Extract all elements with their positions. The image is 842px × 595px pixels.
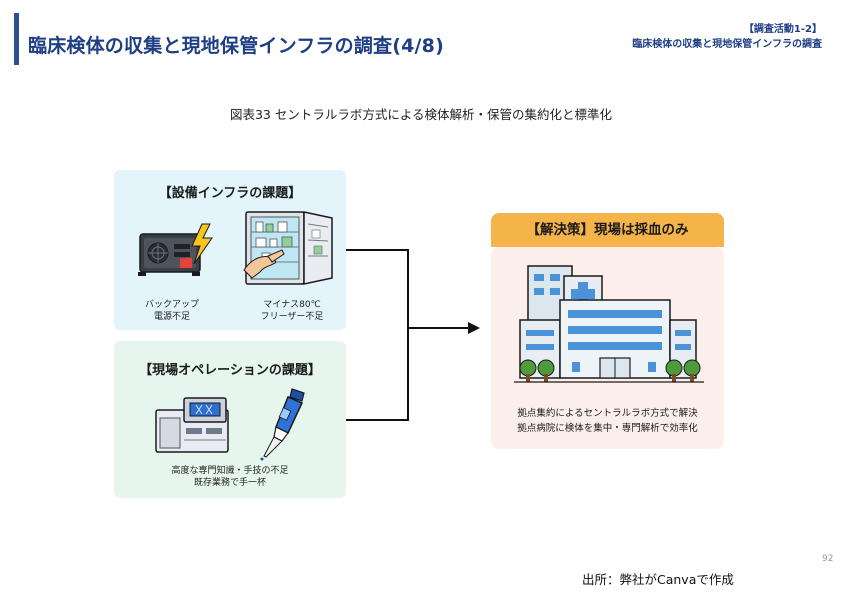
section-header: 【調査活動1-2】 臨床検体の収集と現地保管インフラの調査 xyxy=(632,22,822,52)
source-note: 出所：弊社がCanvaで作成 xyxy=(582,572,734,587)
section-tag: 【調査活動1-2】 xyxy=(743,24,822,35)
infra-issues-panel: 【設備インフラの課題】 xyxy=(114,170,346,330)
backup-power-label: バックアップ 電源不足 xyxy=(144,300,199,322)
page-title: 臨床検体の収集と現地保管インフラの調査(4/8) xyxy=(28,35,444,57)
ops-issues-panel: 【現場オペレーションの課題】 高度な専門知識・手技の不足 既存業務で手一杯 xyxy=(114,341,346,498)
freezer-icon xyxy=(243,211,333,285)
lab-analyzer-icon xyxy=(155,397,229,453)
title-accent-bar xyxy=(14,13,19,65)
section-subtitle: 臨床検体の収集と現地保管インフラの調査 xyxy=(632,39,822,50)
power-supply-icon xyxy=(138,223,213,276)
page-number: 92 xyxy=(822,554,834,564)
figure-caption: 図表33 セントラルラボ方式による検体解析・保管の集約化と標準化 xyxy=(229,107,612,122)
infra-panel-title: 【設備インフラの課題】 xyxy=(158,186,302,201)
solution-title: 【解決策】現場は採血のみ xyxy=(491,213,724,247)
ops-issues-desc: 高度な専門知識・手技の不足 既存業務で手一杯 xyxy=(171,466,289,488)
freezer-label: マイナス80℃ フリーザー不足 xyxy=(260,300,324,322)
solution-description: 拠点集約によるセントラルラボ方式で解決 拠点病院に検体を集中・専門解析で効率化 xyxy=(517,408,698,434)
hospital-icon xyxy=(514,265,704,383)
ops-panel-title: 【現場オペレーションの課題】 xyxy=(139,363,321,378)
pipette-icon xyxy=(260,388,305,461)
